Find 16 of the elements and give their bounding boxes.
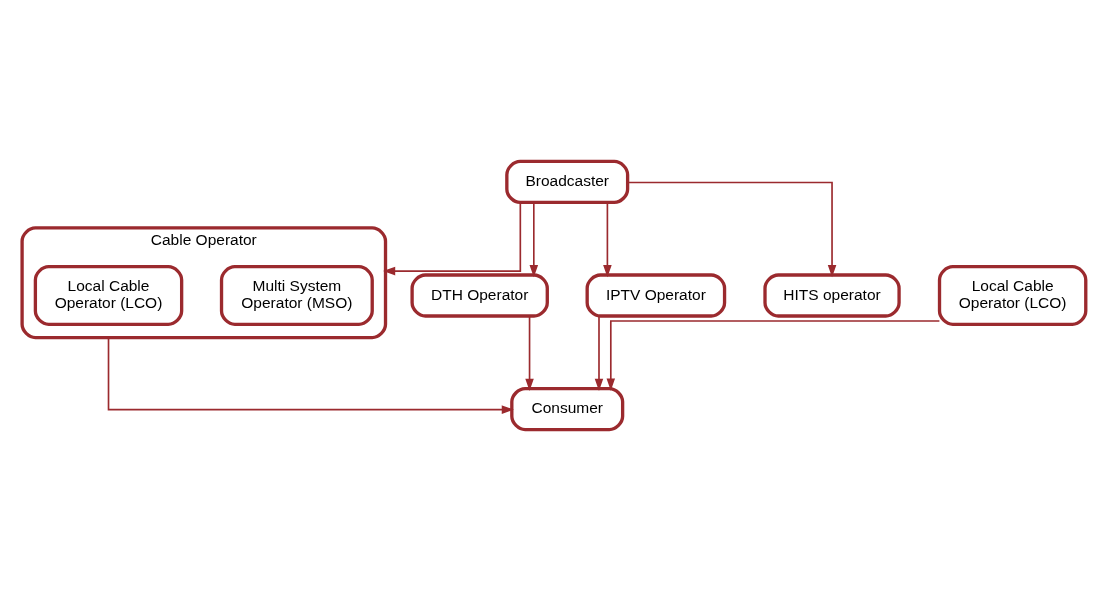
node-box: HITS operator xyxy=(763,273,901,318)
arrow xyxy=(525,315,534,391)
arrow xyxy=(606,320,941,391)
arrow xyxy=(107,336,514,414)
arrow xyxy=(626,181,837,278)
arrow xyxy=(529,201,539,278)
arrow xyxy=(383,201,522,276)
node-box: DTH Operator xyxy=(410,273,549,318)
arrow xyxy=(603,201,612,278)
node-box: Local Cable Operator (LCO) xyxy=(33,265,184,326)
node-box: Broadcaster xyxy=(505,159,630,205)
node-box: IPTV Operator xyxy=(585,273,727,318)
node-box: Consumer xyxy=(510,386,625,432)
arrow xyxy=(594,315,604,391)
node-box: Local Cable Operator (LCO) xyxy=(937,265,1088,326)
node-box: Multi System Operator (MSO) xyxy=(219,265,374,326)
